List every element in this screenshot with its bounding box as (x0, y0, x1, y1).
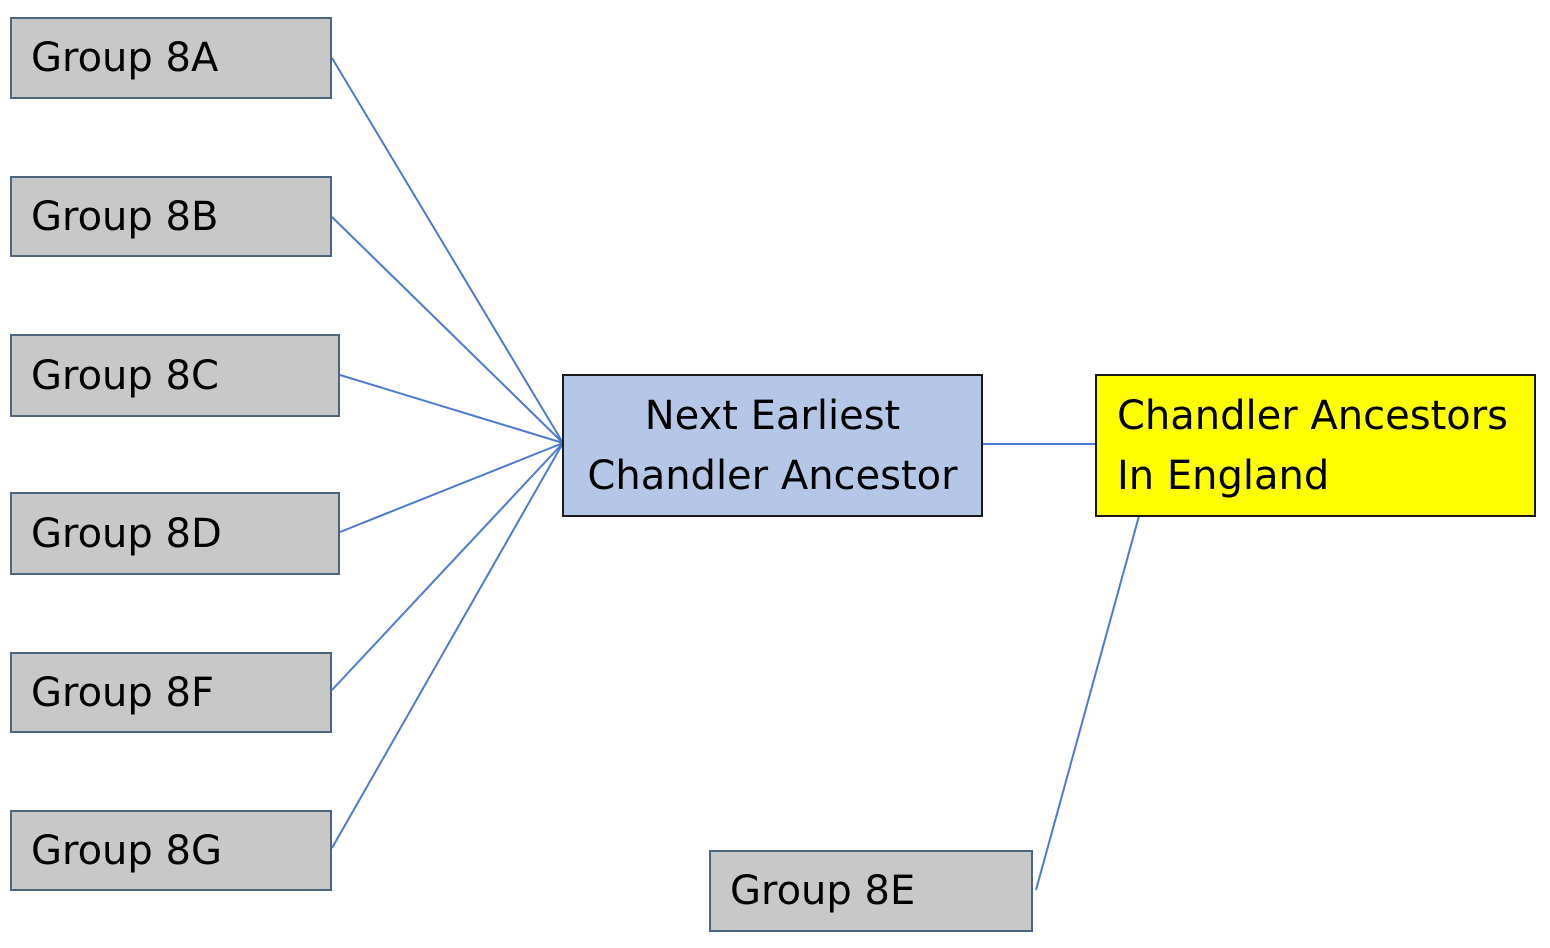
next-earliest-ancestor-line2: Chandler Ancestor (587, 452, 958, 499)
group-8b-box: Group 8B (10, 176, 332, 257)
next-earliest-ancestor-box: Next Earliest Chandler Ancestor (562, 374, 983, 517)
group-8d-label: Group 8D (31, 510, 222, 557)
group-8f-label: Group 8F (31, 669, 214, 716)
connector-8b-to-next (331, 216, 564, 444)
connector-8g-to-next (331, 442, 564, 849)
england-ancestors-line2: In England (1117, 452, 1330, 499)
group-8e-box: Group 8E (709, 850, 1033, 932)
connector-8a-to-next (331, 57, 564, 444)
group-8c-label: Group 8C (31, 352, 219, 399)
group-8g-label: Group 8G (31, 827, 222, 874)
group-8f-box: Group 8F (10, 652, 332, 733)
group-8e-label: Group 8E (730, 868, 916, 914)
group-8d-box: Group 8D (10, 492, 340, 575)
group-8a-box: Group 8A (10, 17, 332, 99)
connector-8d-to-next (339, 442, 564, 533)
connector-8e-to-england (1035, 515, 1140, 891)
next-earliest-ancestor-line1: Next Earliest (644, 392, 901, 439)
connector-8f-to-next (331, 442, 564, 691)
group-8a-label: Group 8A (31, 35, 219, 81)
group-8g-box: Group 8G (10, 810, 332, 891)
group-8c-box: Group 8C (10, 334, 340, 417)
england-ancestors-line1: Chandler Ancestors (1117, 392, 1509, 439)
group-8b-label: Group 8B (31, 193, 219, 240)
england-ancestors-box: Chandler Ancestors In England (1095, 374, 1536, 517)
connector-8c-to-next (339, 374, 564, 444)
